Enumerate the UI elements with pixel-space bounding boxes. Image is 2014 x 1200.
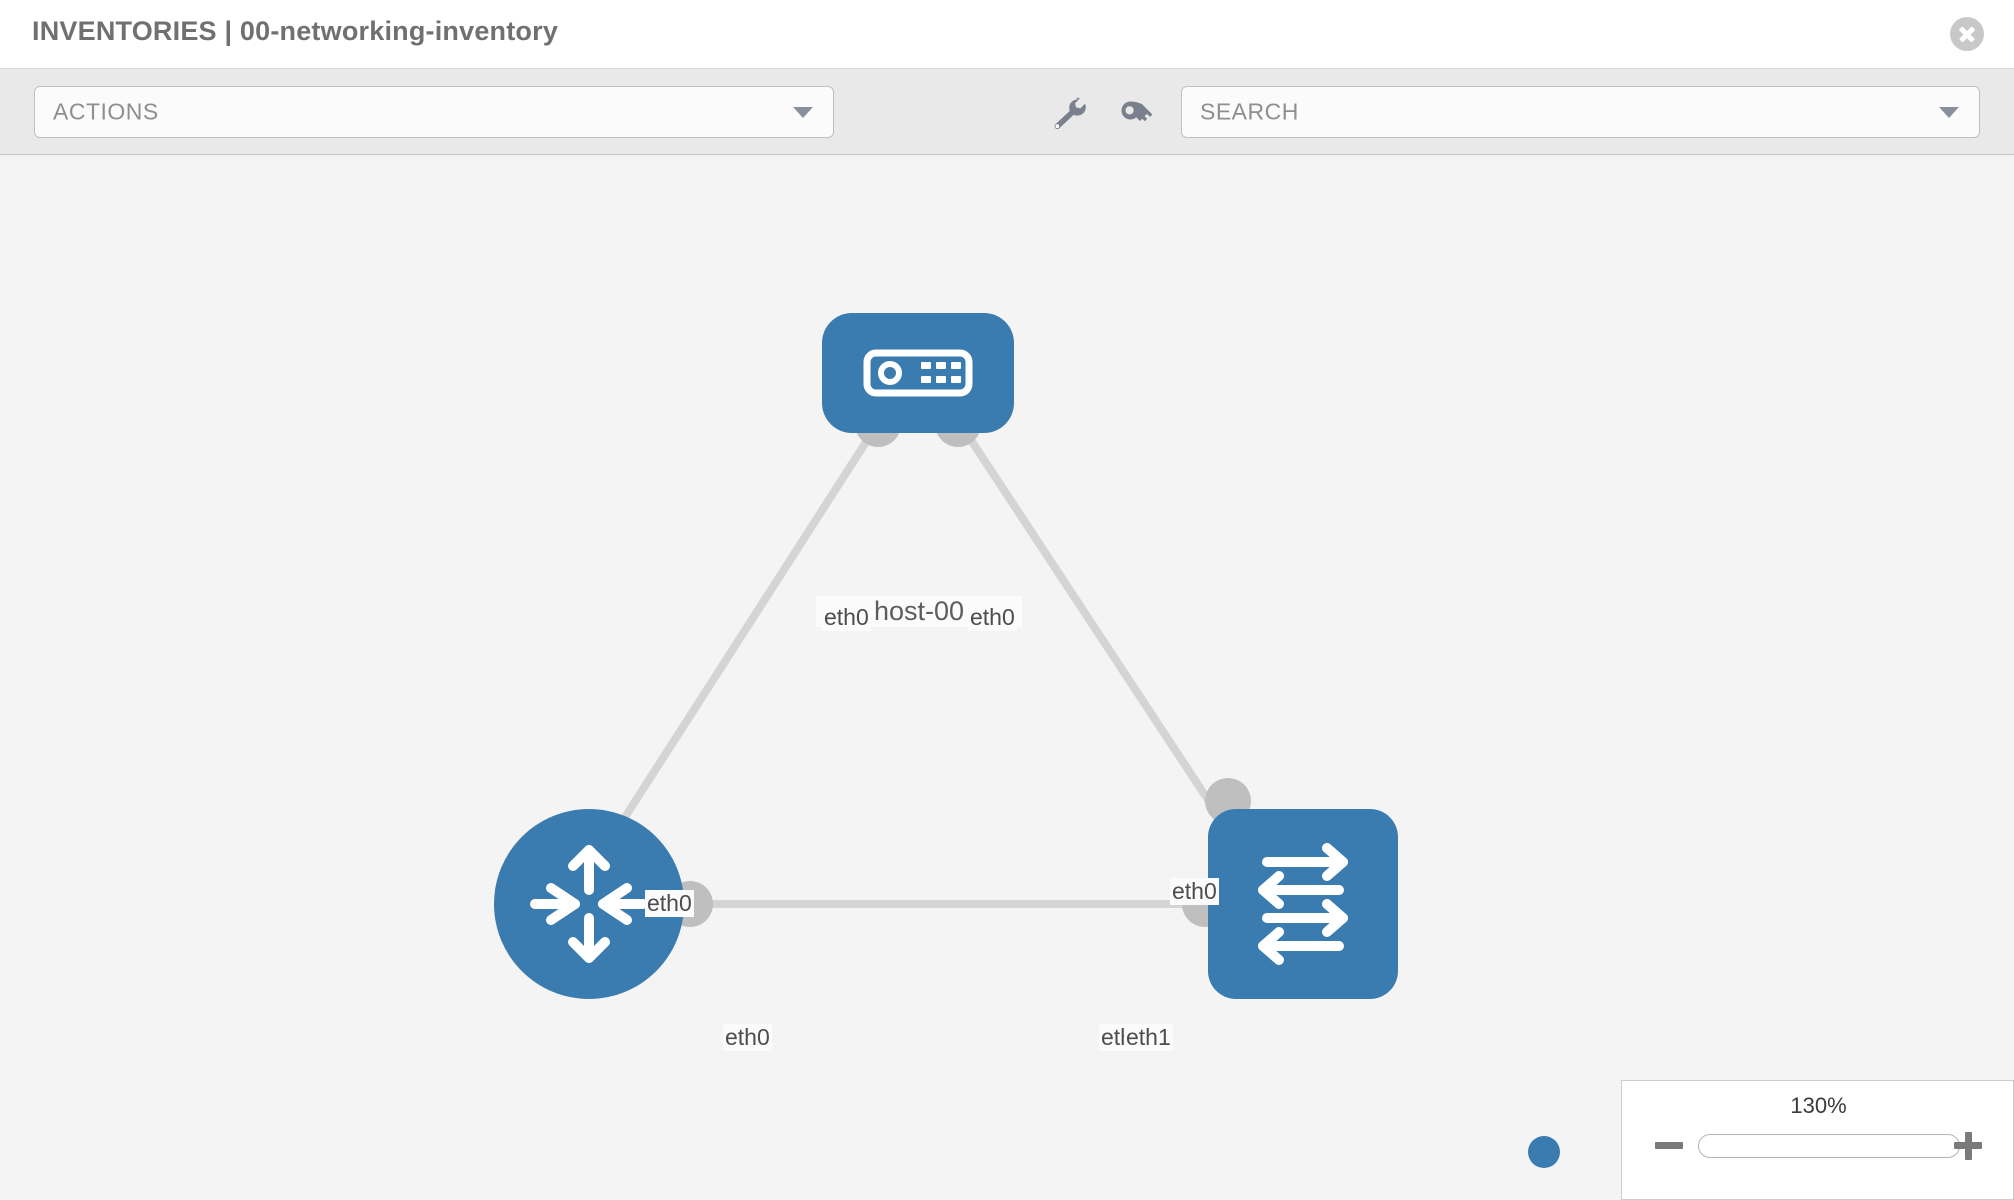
chevron-down-icon bbox=[1939, 107, 1959, 118]
topology-canvas[interactable]: host-00 router-00 bbox=[0, 156, 2014, 1200]
search-input[interactable]: SEARCH bbox=[1181, 86, 1980, 138]
interface-label-host-right: eth0 bbox=[968, 604, 1017, 631]
page-header: INVENTORIES | 00-networking-inventory bbox=[0, 0, 2014, 69]
interface-label-router-right: eth0 bbox=[723, 1024, 772, 1051]
node-switch-00[interactable]: switch-00 bbox=[1208, 809, 1398, 999]
zoom-slider[interactable] bbox=[1698, 1134, 1960, 1158]
toolbar: ACTIONS SEARCH bbox=[0, 69, 2014, 155]
interface-label-host-left: eth0 bbox=[822, 604, 871, 631]
close-icon[interactable] bbox=[1950, 17, 1984, 51]
chevron-down-icon bbox=[793, 107, 813, 118]
switch-arrows-icon bbox=[1258, 843, 1348, 965]
zoom-out-button[interactable] bbox=[1652, 1129, 1686, 1163]
key-icon[interactable] bbox=[1117, 97, 1157, 131]
node-host-00[interactable]: host-00 bbox=[816, 313, 1022, 627]
node-switch-00-shape bbox=[1208, 809, 1398, 999]
page-title: INVENTORIES | 00-networking-inventory bbox=[32, 16, 559, 46]
zoom-control: 130% bbox=[1621, 1080, 2014, 1200]
wrench-icon[interactable] bbox=[1047, 97, 1087, 131]
search-input-value: SEARCH bbox=[1200, 98, 1299, 125]
plus-icon-vertical bbox=[1964, 1132, 1972, 1160]
server-icon bbox=[863, 349, 973, 397]
interface-label-switch-left: eth1 bbox=[1124, 1024, 1173, 1051]
link-host-switch bbox=[959, 424, 1249, 860]
zoom-in-button[interactable] bbox=[1951, 1129, 1985, 1163]
zoom-level-label: 130% bbox=[1790, 1093, 1847, 1118]
actions-dropdown[interactable]: ACTIONS bbox=[34, 86, 834, 138]
minus-icon bbox=[1655, 1142, 1683, 1149]
node-host-00-shape bbox=[822, 313, 1014, 433]
zoom-slider-thumb[interactable] bbox=[1528, 1136, 1560, 1168]
link-host-router bbox=[596, 424, 879, 860]
node-router-00-shape bbox=[494, 809, 684, 999]
node-router-00[interactable]: router-00 bbox=[494, 809, 684, 999]
interface-label-switch-up: eth0 bbox=[1170, 878, 1219, 905]
interface-label-router-up: eth0 bbox=[645, 890, 694, 917]
topology-links bbox=[596, 424, 1249, 908]
router-arrows-icon bbox=[530, 845, 648, 963]
actions-dropdown-label: ACTIONS bbox=[53, 98, 159, 125]
